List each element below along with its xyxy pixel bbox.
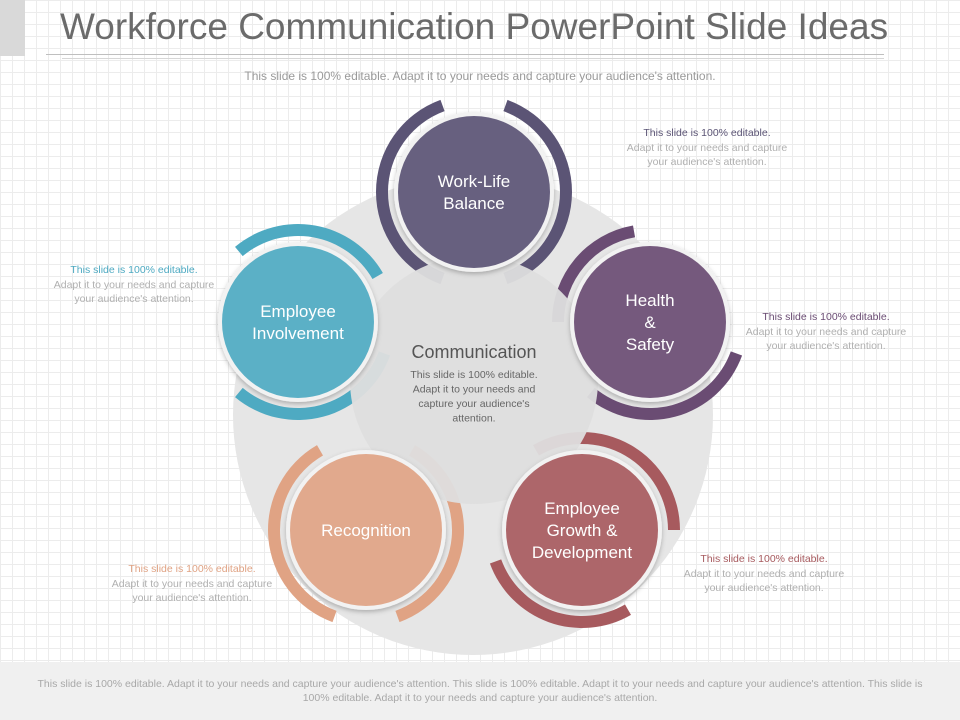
- side-note-body: Adapt it to your needs and capture your …: [745, 325, 907, 353]
- center-description-line: capture your audience's: [418, 398, 529, 410]
- employee-growth-label-line: Development: [532, 543, 632, 562]
- center-title: Communication: [411, 342, 536, 362]
- recognition-label: Recognition: [321, 521, 411, 540]
- side-note-health-safety: This slide is 100% editable. Adapt it to …: [741, 310, 911, 354]
- health-safety-circle: [574, 246, 726, 398]
- work-life-balance-circle: [398, 116, 550, 268]
- title-underline: [46, 54, 884, 55]
- side-note-work-life-balance: This slide is 100% editable. Adapt it to …: [622, 126, 792, 170]
- title-accent-block: [0, 0, 25, 56]
- health-safety-label-line: Health: [625, 291, 674, 310]
- node-health-safety[interactable]: Health & Safety: [570, 242, 730, 402]
- work-life-balance-label-line: Balance: [443, 194, 504, 213]
- recognition-label-line: Recognition: [321, 521, 411, 540]
- recognition-accent-arc-2: [267, 445, 337, 623]
- center-description-line: This slide is 100% editable.: [410, 369, 537, 381]
- side-note-body: Adapt it to your needs and capture your …: [53, 278, 215, 306]
- side-note-body: Adapt it to your needs and capture your …: [626, 141, 788, 169]
- work-life-balance-accent-arc-2: [503, 99, 572, 285]
- health-safety-accent-arc-2: [587, 351, 743, 421]
- recognition-circle: [290, 454, 442, 606]
- side-note-lead: This slide is 100% editable.: [643, 127, 771, 139]
- employee-involvement-label-line: Involvement: [252, 324, 344, 343]
- work-life-balance-accent-arc-1: [375, 99, 445, 285]
- employee-involvement-accent-arc-1: [235, 224, 383, 279]
- title-underline-secondary: [62, 58, 884, 59]
- center-description-line: attention.: [452, 413, 495, 425]
- side-note-lead: This slide is 100% editable.: [70, 264, 198, 276]
- side-note-employee-growth: This slide is 100% editable. Adapt it to …: [679, 552, 849, 596]
- employee-involvement-label-line: Employee: [260, 302, 336, 321]
- employee-growth-label-line: Employee: [544, 499, 620, 518]
- node-recognition[interactable]: Recognition: [286, 450, 446, 610]
- slide-title: Workforce Communication PowerPoint Slide…: [60, 6, 889, 47]
- center-description-line: Adapt it to your needs and: [413, 384, 536, 396]
- slide-subtitle: This slide is 100% editable. Adapt it to…: [244, 69, 716, 83]
- employee-growth-accent-arc-2: [489, 559, 631, 628]
- employee-growth-accent-arc-1: [533, 432, 680, 530]
- side-note-employee-involvement: This slide is 100% editable. Adapt it to …: [49, 263, 219, 307]
- health-safety-label-line: Safety: [626, 335, 675, 354]
- side-note-lead: This slide is 100% editable.: [700, 553, 828, 565]
- center-description: This slide is 100% editable. Adapt it to …: [410, 369, 537, 425]
- side-note-recognition: This slide is 100% editable. Adapt it to …: [107, 562, 277, 606]
- work-life-balance-label-line: Work-Life: [438, 172, 510, 191]
- side-note-lead: This slide is 100% editable.: [128, 563, 256, 575]
- employee-involvement-circle: [222, 246, 374, 398]
- employee-growth-circle: [506, 454, 658, 606]
- side-note-lead: This slide is 100% editable.: [762, 311, 890, 323]
- employee-involvement-accent-arc-2: [235, 351, 391, 421]
- center-hub-circle: [350, 256, 598, 504]
- side-note-body: Adapt it to your needs and capture your …: [683, 567, 845, 595]
- footer-text: This slide is 100% editable. Adapt it to…: [0, 662, 960, 720]
- employee-growth-label-line: Growth &: [547, 521, 619, 540]
- side-note-body: Adapt it to your needs and capture your …: [111, 577, 273, 605]
- health-safety-label: Health & Safety: [625, 291, 674, 354]
- health-safety-label-line: &: [644, 313, 656, 332]
